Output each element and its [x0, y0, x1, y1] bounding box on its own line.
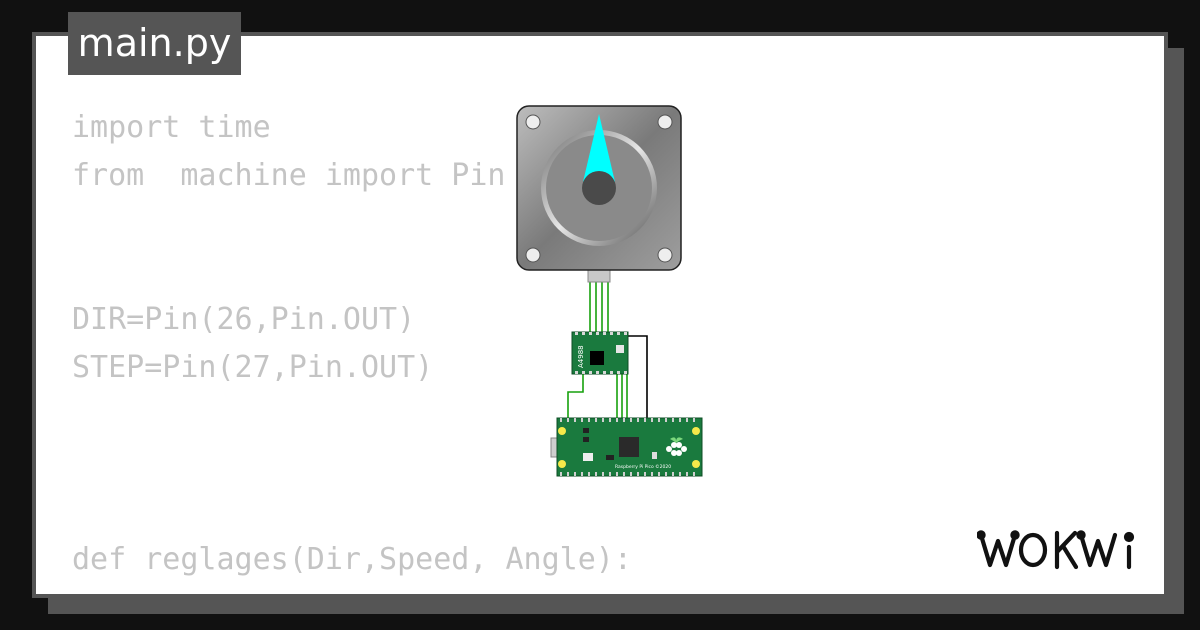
wokwi-logo [977, 530, 1135, 570]
driver-label: A4988 [577, 345, 585, 368]
a4988-driver[interactable]: A4988 [571, 331, 629, 375]
code-line: def reglages(Dir,Speed, Angle): [72, 542, 632, 577]
bootsel-button [583, 453, 593, 461]
code-line: from machine import Pin [72, 158, 506, 193]
mount-hole [657, 247, 673, 263]
rp2040-chip [619, 437, 639, 457]
code-line: DIR=Pin(26,Pin.OUT) [72, 302, 416, 337]
ground-wire [628, 335, 648, 422]
driver-potentiometer [616, 345, 624, 353]
pico-mount-hole [692, 460, 700, 468]
wires [567, 282, 628, 422]
pico-silkscreen: Raspberry Pi Pico ©2020 [615, 463, 671, 470]
motor-shaft [582, 171, 616, 205]
pico-mount-hole [558, 460, 566, 468]
dir-wire [567, 372, 584, 422]
mount-hole [657, 114, 673, 130]
motor-pointer [583, 114, 615, 182]
mount-hole [525, 114, 541, 130]
raspberry-pi-pico[interactable]: Raspberry Pi Pico ©2020 [550, 417, 703, 477]
mount-hole [525, 247, 541, 263]
code-line: STEP=Pin(27,Pin.OUT) [72, 350, 434, 385]
raspberry-logo-icon [666, 437, 687, 456]
code-line: import time [72, 110, 271, 145]
pico-mount-hole [692, 427, 700, 435]
file-tab[interactable]: main.py [68, 12, 241, 75]
driver-chip [590, 351, 604, 365]
stepper-motor[interactable] [516, 105, 682, 283]
code-line: Angle = Angle/1.8 [72, 584, 632, 594]
pico-mount-hole [558, 427, 566, 435]
